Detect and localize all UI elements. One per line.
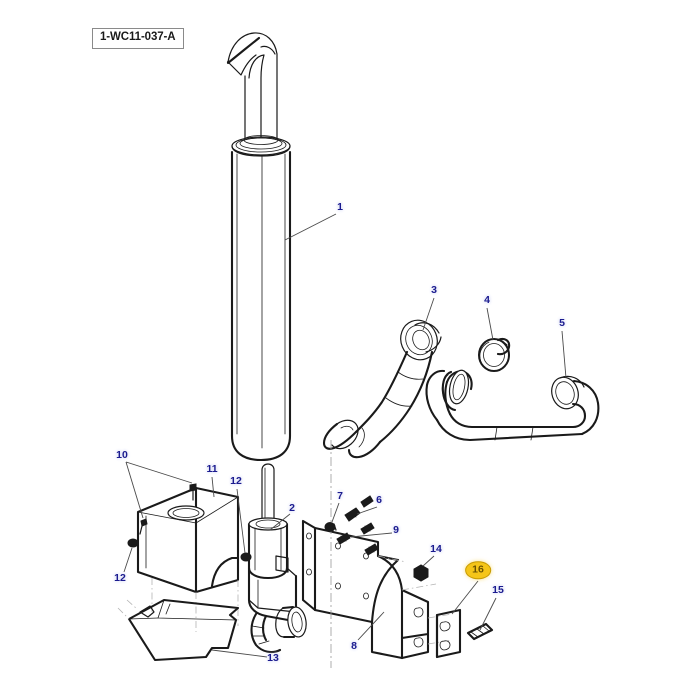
callout-bolt[interactable]: 7 (337, 489, 343, 502)
drawing-number-box: 1-WC11-037-A (92, 28, 184, 49)
callout-heat-shield-cover[interactable]: 11 (206, 462, 218, 475)
callout-lower-exhaust-pipe[interactable]: 5 (559, 316, 565, 329)
part-washer-left (127, 538, 139, 548)
callout-mounting-bracket[interactable]: 8 (351, 639, 357, 652)
callout-upper-exhaust-pipe[interactable]: 3 (431, 283, 437, 296)
part-upper-exhaust-pipe (322, 319, 442, 459)
part-screw-9d (360, 495, 374, 508)
callout-bolt[interactable]: 6 (376, 493, 382, 506)
callout-exhaust-elbow-assembly[interactable]: 2 (289, 501, 295, 514)
callout-washer[interactable]: 12 (114, 571, 126, 584)
callout-nut[interactable]: 14 (430, 542, 442, 555)
part-muffler-silencer (226, 32, 292, 462)
part-bolt-7 (324, 522, 337, 532)
part-screw-9c (364, 543, 379, 556)
callout-bolt-pair[interactable]: 10 (116, 448, 128, 461)
callout-spacer-block[interactable]: 16 (465, 561, 491, 579)
part-bolt-pair (139, 483, 197, 535)
callout-washer[interactable]: 12 (230, 474, 242, 487)
part-washer-right (240, 552, 252, 562)
leader-lines (123, 213, 567, 658)
part-nut (413, 564, 429, 582)
callout-pin-fastener[interactable]: 15 (492, 583, 504, 596)
part-hose-clamp (478, 337, 511, 372)
callout-hose-clamp[interactable]: 4 (484, 293, 490, 306)
part-pin-fastener (466, 622, 494, 641)
part-lower-heat-shield (117, 598, 240, 662)
callout-screw[interactable]: 9 (393, 523, 399, 536)
part-screw-9a (336, 532, 351, 545)
part-lower-exhaust-pipe (425, 369, 600, 442)
callout-lower-heat-shield[interactable]: 13 (267, 651, 279, 664)
part-screw-9b (360, 522, 375, 535)
part-exhaust-elbow-assembly (247, 463, 307, 654)
part-bolt-6 (344, 507, 361, 522)
part-spacer-block (435, 608, 462, 659)
callout-muffler-silencer[interactable]: 1 (337, 200, 343, 213)
